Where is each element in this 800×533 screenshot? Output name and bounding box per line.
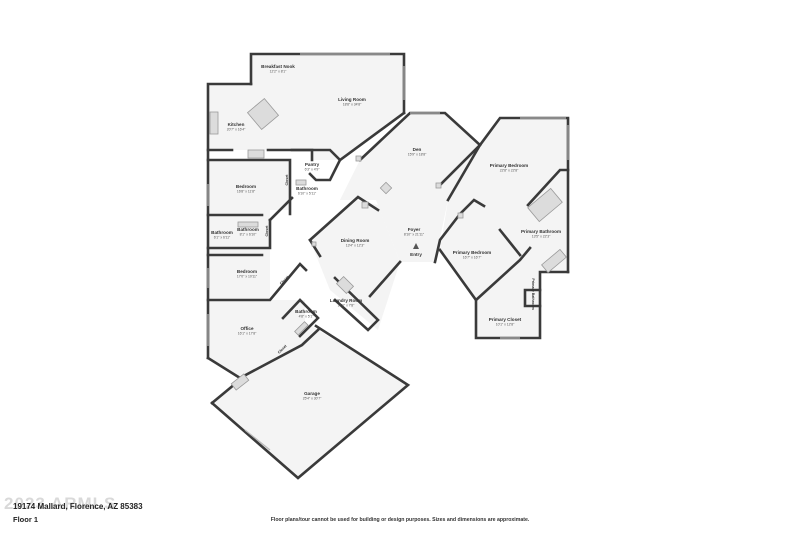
foyer-label: Foyer: [408, 227, 421, 232]
closet-pantry-label: Closet: [285, 174, 289, 186]
column-4: [457, 212, 464, 219]
pantry-dimensions: 6'3" x 4'9": [305, 168, 321, 172]
footer-floor: Floor 1: [13, 515, 39, 524]
kitchen-dimensions: 20'7" x 16'4": [227, 128, 246, 132]
den-dimensions: 15'9" x 18'8": [408, 153, 427, 157]
breakfast-nook-label: Breakfast Nook: [261, 64, 295, 69]
floor-main-north: [208, 54, 404, 160]
primary-bathroom-label: Primary Bathroom: [521, 229, 561, 234]
floor-bedroom-wing: [208, 160, 290, 300]
laundry-room-label: Laundry Room: [330, 298, 362, 303]
office-dimensions: 16'1" x 17'8": [238, 332, 257, 336]
entry-arrow-icon: [413, 243, 419, 249]
floor-dining-laundry: [310, 200, 400, 330]
office-vanity: [294, 321, 309, 336]
primary-bathroom-toilet-label: Primary Bathroom: [531, 278, 535, 309]
dining-room-dimensions: 13'4" x 12'3": [346, 244, 365, 248]
floor-garage: [212, 325, 408, 478]
entry-marker: Entry: [410, 243, 422, 257]
living-room-label: Living Room: [338, 97, 366, 102]
kitchen-label: Kitchen: [228, 122, 245, 127]
foyer-dimensions: 8'10" x 21'11": [404, 233, 425, 237]
laundry-appliances: [335, 275, 355, 295]
bathroom-small-dimensions: 6'10" x 5'11": [298, 192, 317, 196]
bathroom-hall-dimensions: 8'1" x 6'10": [240, 233, 258, 237]
closet-office-label: Closet: [277, 343, 288, 354]
column-3: [435, 182, 442, 189]
column-1: [355, 155, 362, 162]
dining-room-label: Dining Room: [341, 238, 370, 243]
garage-label: Garage: [304, 391, 320, 396]
primary-bedroom-nook-dimensions: 22'8" x 22'8": [500, 169, 519, 173]
bathroom-small-label: Bathroom: [296, 186, 318, 191]
closet-hall-label: Closet: [265, 225, 269, 237]
watermark: 2023 ARMLS: [4, 494, 117, 513]
kitchen-island: [246, 97, 280, 131]
bath-vanity: [237, 221, 259, 228]
bedroom-2-label: Bedroom: [237, 269, 257, 274]
laundry-room-dimensions: 17'0" x 7'8": [338, 304, 356, 308]
kitchen-range: [247, 149, 265, 159]
primary-bedroom-dimensions: 16'7" x 16'7": [463, 256, 482, 260]
pantry-shelf: [295, 179, 307, 186]
bathroom-hall-left-dimensions: 6'1" x 6'11": [214, 236, 231, 240]
den-label: Den: [413, 147, 422, 152]
bathroom-hall-left-label: Bathroom: [211, 230, 233, 235]
floor-primary-suite: [440, 118, 570, 338]
floor-fills: [208, 54, 570, 478]
primary-bath-counter: [527, 187, 563, 223]
column-2: [379, 181, 393, 195]
walls: [206, 52, 570, 480]
breakfast-nook-dimensions: 12'2" x 8'1": [270, 70, 288, 74]
bedroom-1-dimensions: 16'8" x 11'8": [237, 190, 256, 194]
column-5: [311, 241, 317, 247]
garage-dimensions: 25'4" x 30'7": [303, 397, 322, 401]
floor-den-foyer: [340, 113, 480, 262]
primary-tub: [541, 248, 567, 274]
living-room-dimensions: 18'8" x 34'8": [343, 103, 362, 107]
garage-cabinet: [230, 373, 250, 391]
fixtures: [209, 97, 567, 391]
bathroom-office-label: Bathroom: [295, 309, 317, 314]
closet-bed-label: Closet: [279, 274, 290, 285]
office-label: Office: [240, 326, 253, 331]
bedroom-2-dimensions: 17'0" x 10'11": [237, 275, 258, 279]
primary-closet-dimensions: 10'1" x 12'8": [496, 323, 515, 327]
bathroom-hall-label: Bathroom: [237, 227, 259, 232]
entry-label: Entry: [410, 252, 422, 257]
bedroom-1-label: Bedroom: [236, 184, 256, 189]
kitchen-counter: [209, 111, 219, 135]
primary-closet-label: Primary Closet: [489, 317, 522, 322]
pantry-label: Pantry: [305, 162, 320, 167]
footer-disclaimer: Floor plans/tour cannot be used for buil…: [270, 517, 530, 523]
column-6: [361, 201, 369, 209]
primary-bedroom-nook-label: Primary Bedroom: [490, 163, 529, 168]
footer-address: 19174 Mallard, Florence, AZ 85383: [13, 502, 143, 511]
primary-bedroom-label: Primary Bedroom: [453, 250, 492, 255]
vertical-labels: Closet Closet Closet Closet Primary Bath…: [265, 174, 535, 355]
primary-bathroom-dimensions: 13'5" x 22'3": [532, 235, 551, 239]
bathroom-office-dimensions: 4'8" x 5'1": [299, 315, 315, 319]
windows: [207, 53, 569, 451]
